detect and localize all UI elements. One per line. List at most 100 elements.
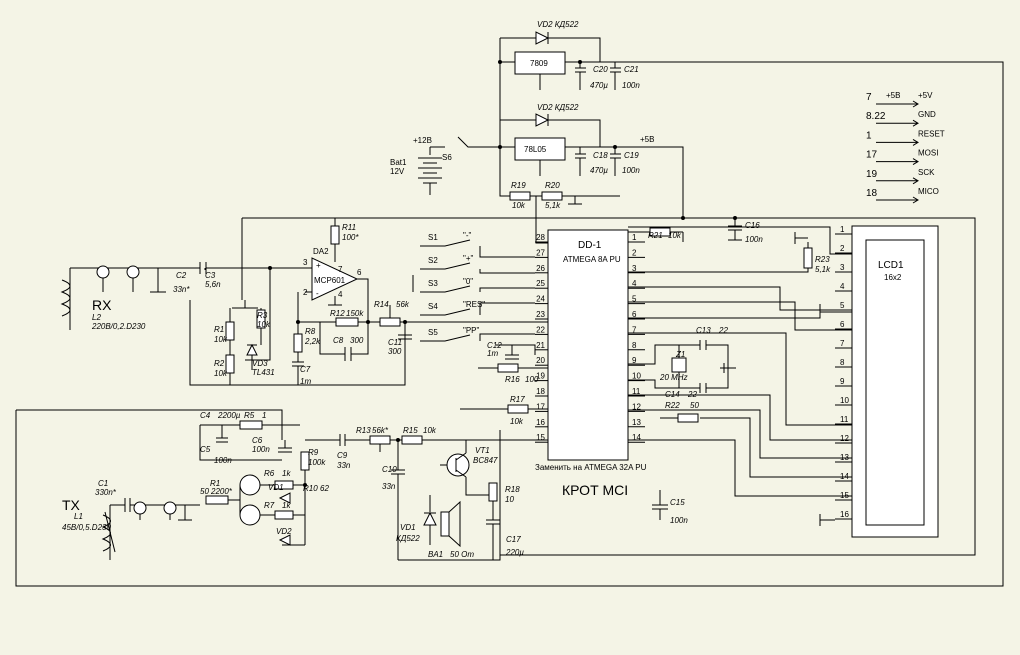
lcd-pin-number: 6 — [840, 320, 845, 329]
c14-label: C14 — [665, 390, 680, 399]
r19-value: 10k — [512, 201, 526, 210]
plus12-label: +12B — [413, 136, 432, 145]
vd-label: VD1 — [400, 523, 416, 532]
resistor-r18 — [488, 482, 498, 502]
c14-value: 22 — [687, 390, 697, 399]
isp-arrow — [876, 158, 919, 166]
c10-label: C10 — [382, 465, 397, 474]
bat-value: 12V — [390, 167, 405, 176]
vd2b-label: VD2 КД522 — [537, 103, 579, 112]
r20-value: 5,1k — [545, 201, 561, 210]
lcd-pin-number: 11 — [840, 415, 849, 424]
r16-value: 100 — [525, 375, 539, 384]
mcu-pin-right: 6 — [632, 310, 637, 319]
c4-value: 2200µ — [217, 411, 241, 420]
tx-vd1-label: VD1 — [268, 483, 284, 492]
switch-ref: S5 — [428, 328, 438, 337]
mcu-pin-left: 26 — [536, 264, 545, 273]
mosfet-2 — [239, 504, 261, 526]
isp-signal: GND — [918, 110, 936, 119]
c3-label: C3 — [205, 271, 216, 280]
resistor-r13 — [369, 435, 391, 445]
rx-connector-2 — [126, 265, 140, 279]
c20-value: 470µ — [590, 81, 608, 90]
r21-value: 10k — [668, 231, 682, 240]
c8-label: C8 — [333, 336, 344, 345]
c6-value: 100n — [252, 445, 270, 454]
c13-label: C13 — [696, 326, 711, 335]
c16-value: 100n — [745, 235, 763, 244]
pin-g: 4 — [338, 290, 343, 299]
rx-coil: L2 — [92, 313, 101, 322]
resistor-r17 — [507, 404, 529, 414]
r15-label: R15 — [403, 426, 418, 435]
lcd-pin-number: 9 — [840, 377, 845, 386]
mcu-replace-note: Заменить на ATMEGA 32A PU — [535, 463, 647, 472]
vd3-label: VD3 — [252, 359, 268, 368]
c8-value: 300 — [350, 336, 364, 345]
mcu-pin-right: 10 — [632, 372, 641, 381]
ba-value: 50 Om — [450, 550, 474, 559]
diagram-title: КРОТ MCI — [562, 482, 628, 498]
c15-value: 100n — [670, 516, 688, 525]
vd2a-label: VD2 КД522 — [537, 20, 579, 29]
tx-connector-2 — [163, 501, 177, 515]
r3-label: R3 — [257, 311, 268, 320]
lcd-bus-wires — [628, 226, 852, 497]
crystal-z1 — [671, 357, 687, 373]
vd-value: КД522 — [396, 534, 420, 543]
r14-label: R14 — [374, 300, 389, 309]
mcu-pin-right: 3 — [632, 264, 637, 273]
isp-signal: MOSI — [918, 149, 938, 158]
lcd-pin-number: 2 — [840, 244, 845, 253]
diode-vd1 — [423, 511, 437, 526]
mosfet-1 — [239, 474, 261, 496]
c20-label: C20 — [593, 65, 608, 74]
c6-label: C6 — [252, 436, 263, 445]
switch-label: "PP" — [463, 326, 480, 335]
r18-value: 10 — [505, 495, 514, 504]
r18-label: R18 — [505, 485, 520, 494]
ba-label: BA1 — [428, 550, 443, 559]
r7-label: R7 — [264, 501, 275, 510]
isp-arrow — [876, 196, 919, 204]
lcd-window — [865, 239, 925, 526]
diode-vd3 — [246, 343, 258, 356]
mcu-pin-right: 1 — [632, 233, 637, 242]
lcd-pin-number: 7 — [840, 339, 845, 348]
isp-pin-number: 17 — [866, 150, 878, 161]
isp-signal: SCK — [918, 168, 935, 177]
lcd-pin-number: 10 — [840, 396, 849, 405]
mcu-block: DD-1 ATMEGA 8A PU 2827262524232221201918… — [535, 229, 647, 472]
pin-plus: 3 — [303, 258, 308, 267]
r13-value: 56k* — [372, 426, 389, 435]
resistor-r5 — [239, 420, 263, 430]
tx-coil: L1 — [74, 512, 83, 521]
isp-signal: +5V — [918, 91, 933, 100]
mcu-pin-left: 18 — [536, 387, 545, 396]
r11-label: R11 — [342, 223, 356, 232]
r2-label: R2 — [214, 359, 225, 368]
frame-wires — [15, 61, 1004, 587]
c19-value: 100n — [622, 166, 640, 175]
lcd-ref: LCD1 — [878, 260, 904, 271]
r9-value: 100k — [308, 458, 326, 467]
resistor-r7 — [274, 510, 294, 520]
mcu-pin-right: 8 — [632, 341, 637, 350]
mcu-pin-left: 27 — [536, 248, 545, 257]
mcu-pin-left: 28 — [536, 233, 545, 242]
resistor-r6 — [274, 480, 294, 490]
c1-label: C1 — [98, 479, 108, 488]
diode-tx-vd1 — [278, 492, 291, 504]
r17-label: R17 — [510, 395, 525, 404]
plus5-label: +5B — [640, 135, 654, 144]
c16-label: C16 — [745, 221, 760, 230]
c15-label: C15 — [670, 498, 685, 507]
c3-value: 5,6n — [205, 280, 221, 289]
r23-label: R23 — [815, 255, 830, 264]
lcd-ground — [819, 514, 835, 526]
resistor-r12 — [335, 317, 359, 327]
r16-label: R16 — [505, 375, 520, 384]
diode-tx-vd2 — [278, 534, 291, 546]
r6-value: 1k — [282, 469, 291, 478]
